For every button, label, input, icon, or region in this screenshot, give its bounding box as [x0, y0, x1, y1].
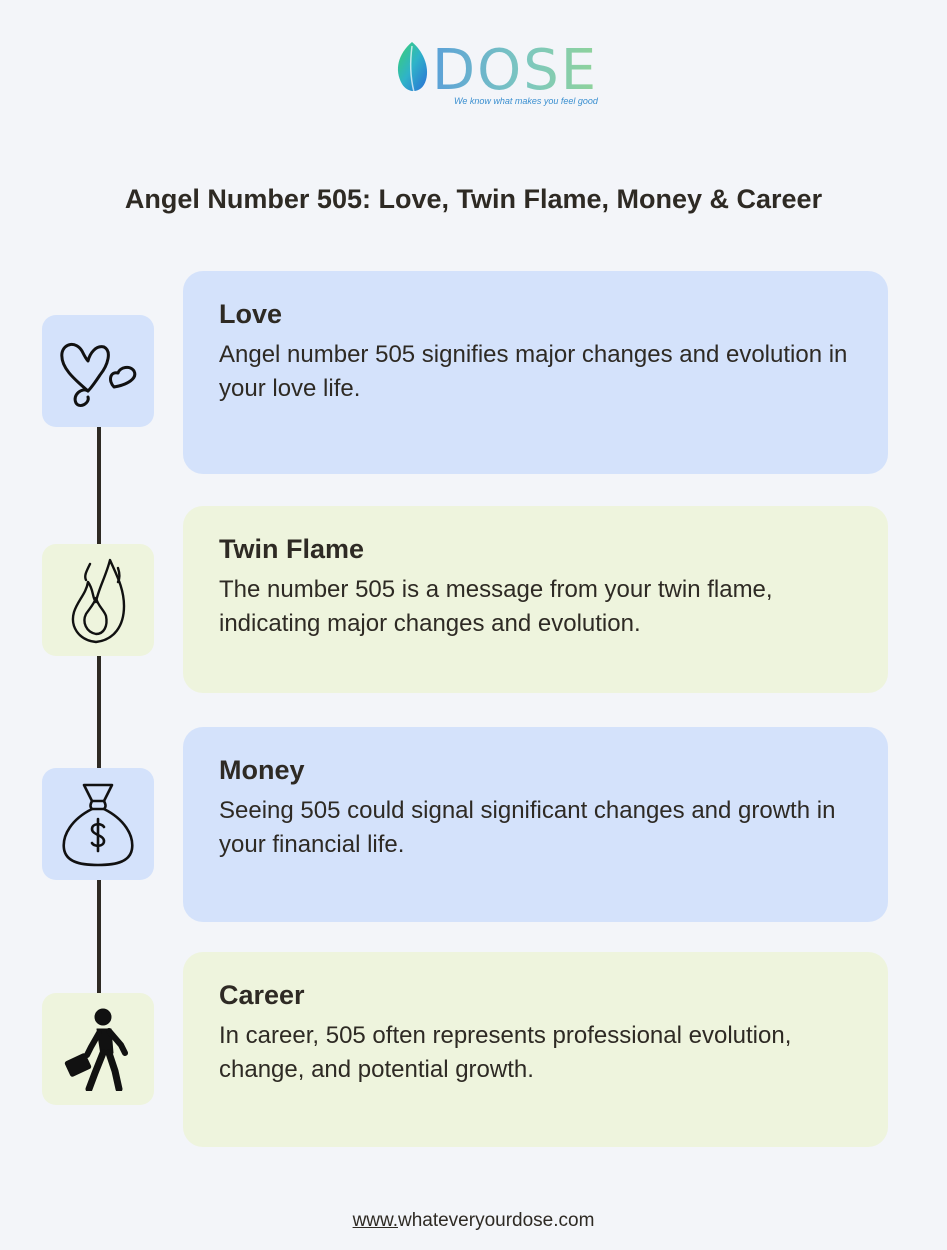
hearts-icon [60, 343, 137, 407]
section-title: Money [219, 755, 305, 785]
leaf-icon [397, 42, 428, 93]
money-bag-icon [62, 783, 134, 867]
section-card-twin-flame: Twin Flame The number 505 is a message f… [183, 506, 888, 693]
twin-flame-icon-box [42, 544, 154, 656]
career-icon-box [42, 993, 154, 1105]
section-card-money: Money Seeing 505 could signal significan… [183, 727, 888, 922]
section-card-love: Love Angel number 505 signifies major ch… [183, 271, 888, 474]
money-icon-box [42, 768, 154, 880]
section-body: Seeing 505 could signal significant chan… [219, 797, 836, 858]
section-card-career: Career In career, 505 often represents p… [183, 952, 888, 1147]
section-body: Angel number 505 signifies major changes… [219, 341, 848, 402]
businessman-walking-icon [64, 1008, 128, 1091]
logo-wordmark: DOSE [432, 38, 599, 103]
section-body: The number 505 is a message from your tw… [219, 576, 773, 637]
footer-url-prefix: www. [352, 1210, 398, 1231]
timeline-connector [97, 420, 101, 1000]
dose-logo: DOSE We know what makes you feel good [392, 38, 612, 110]
page-title: Angel Number 505: Love, Twin Flame, Mone… [124, 184, 823, 214]
section-title: Love [219, 299, 283, 329]
love-icon-box [42, 315, 154, 427]
footer-url-domain: whateveryourdose.com [397, 1210, 595, 1231]
section-title: Twin Flame [219, 534, 365, 564]
footer-url[interactable]: www.whateveryourdose.com [0, 1210, 947, 1232]
logo-tagline: We know what makes you feel good [454, 96, 598, 106]
section-body: In career, 505 often represents professi… [219, 1022, 792, 1083]
section-title: Career [219, 980, 305, 1010]
flame-icon [71, 558, 126, 644]
